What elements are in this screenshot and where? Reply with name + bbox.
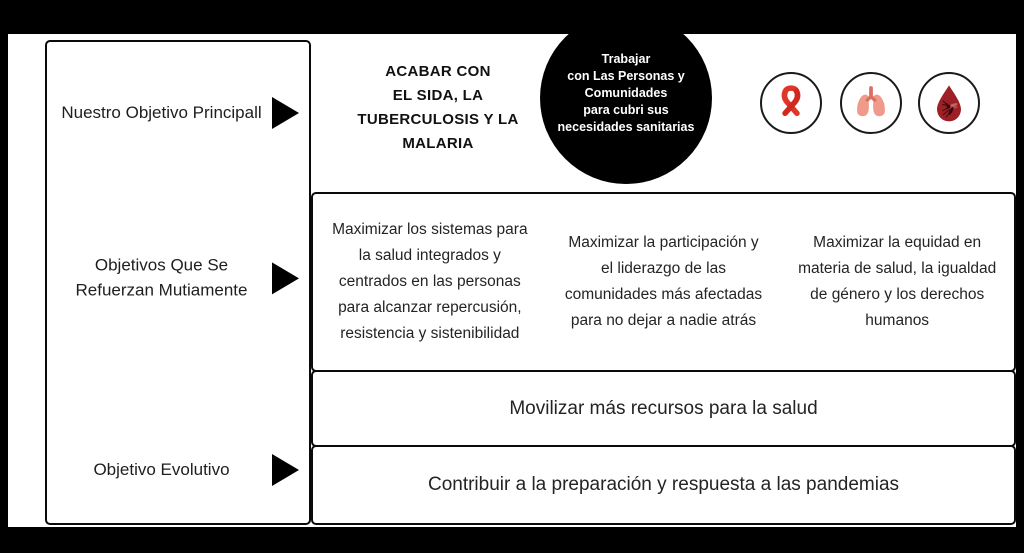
malaria-mosquito-drop-icon: [937, 85, 961, 122]
circle-text-line3: Comunidades: [584, 85, 668, 100]
mutually-reinforcing-label-line2: Refuerzan Mutiamente: [75, 280, 248, 299]
mutually-reinforcing-objectives-box: Maximizar los sistemas para la salud int…: [311, 192, 1016, 372]
mutually-reinforcing-label-line1: Objetivos Que Se: [94, 255, 229, 275]
objective-health-systems: Maximizar los sistemas para la salud int…: [332, 221, 528, 342]
malaria-drop-badge: [918, 72, 980, 134]
main-goal-title-line4: MALARIA: [402, 135, 474, 152]
legend-panel: Nuestro Objetivo Principall Objetivos Qu…: [45, 40, 311, 525]
evolving-objective-label-line: Objetivo Evolutivo: [93, 459, 230, 479]
circle-text-line1: Trabajar: [601, 51, 651, 66]
pandemic-preparedness-text: Contribuir a la preparación y respuesta …: [427, 474, 900, 495]
hiv-ribbon-badge: [760, 72, 822, 134]
circle-text-line2: con Las Personas y: [567, 68, 685, 83]
row-evolving-objective: Objetivo Evolutivo: [61, 454, 299, 486]
main-goal-title-line2: EL SIDA, LA: [392, 87, 484, 104]
diagram-canvas: Nuestro Objetivo Principall Objetivos Qu…: [8, 12, 1016, 527]
evolving-objective-label: Objetivo Evolutivo: [61, 458, 262, 483]
people-communities-circle: Trabajar con Las Personas y Comunidades …: [540, 12, 712, 184]
arrow-right-icon: [272, 454, 299, 486]
row-main-objective: Nuestro Objetivo Principall: [61, 97, 299, 129]
main-goal-title: ACABAR CON EL SIDA, LA TUBERCULOSIS Y LA…: [338, 60, 538, 156]
mutually-reinforcing-label: Objetivos Que Se Refuerzan Mutiamente: [61, 253, 262, 302]
circle-text-line5: necesidades sanitarias: [557, 119, 695, 134]
main-goal-title-line3: TUBERCULOSIS Y LA: [357, 111, 519, 128]
mobilize-resources-box: Movilizar más recursos para la salud: [311, 370, 1016, 447]
main-goal-title-line1: ACABAR CON: [385, 63, 491, 80]
objective-community-leadership: Maximizar la participación y el liderazg…: [564, 234, 763, 329]
tuberculosis-lungs-icon: [857, 86, 885, 117]
arrow-right-icon: [272, 97, 299, 129]
tuberculosis-lungs-badge: [840, 72, 902, 134]
hiv-aids-ribbon-icon: [781, 85, 801, 117]
main-objective-label-line: Nuestro Objetivo Principall: [61, 102, 262, 122]
row-mutually-reinforcing: Objetivos Que Se Refuerzan Mutiamente: [61, 253, 299, 302]
main-objective-label: Nuestro Objetivo Principall: [61, 101, 262, 126]
circle-text-line4: para cubri sus: [583, 102, 669, 117]
mobilize-resources-text: Movilizar más recursos para la salud: [509, 397, 818, 419]
people-communities-circle-text: Trabajar con Las Personas y Comunidades …: [558, 51, 695, 136]
objective-health-equity: Maximizar la equidad en materia de salud…: [798, 234, 997, 329]
pandemic-preparedness-box: Contribuir a la preparación y respuesta …: [311, 445, 1016, 525]
arrow-right-icon: [272, 262, 299, 294]
